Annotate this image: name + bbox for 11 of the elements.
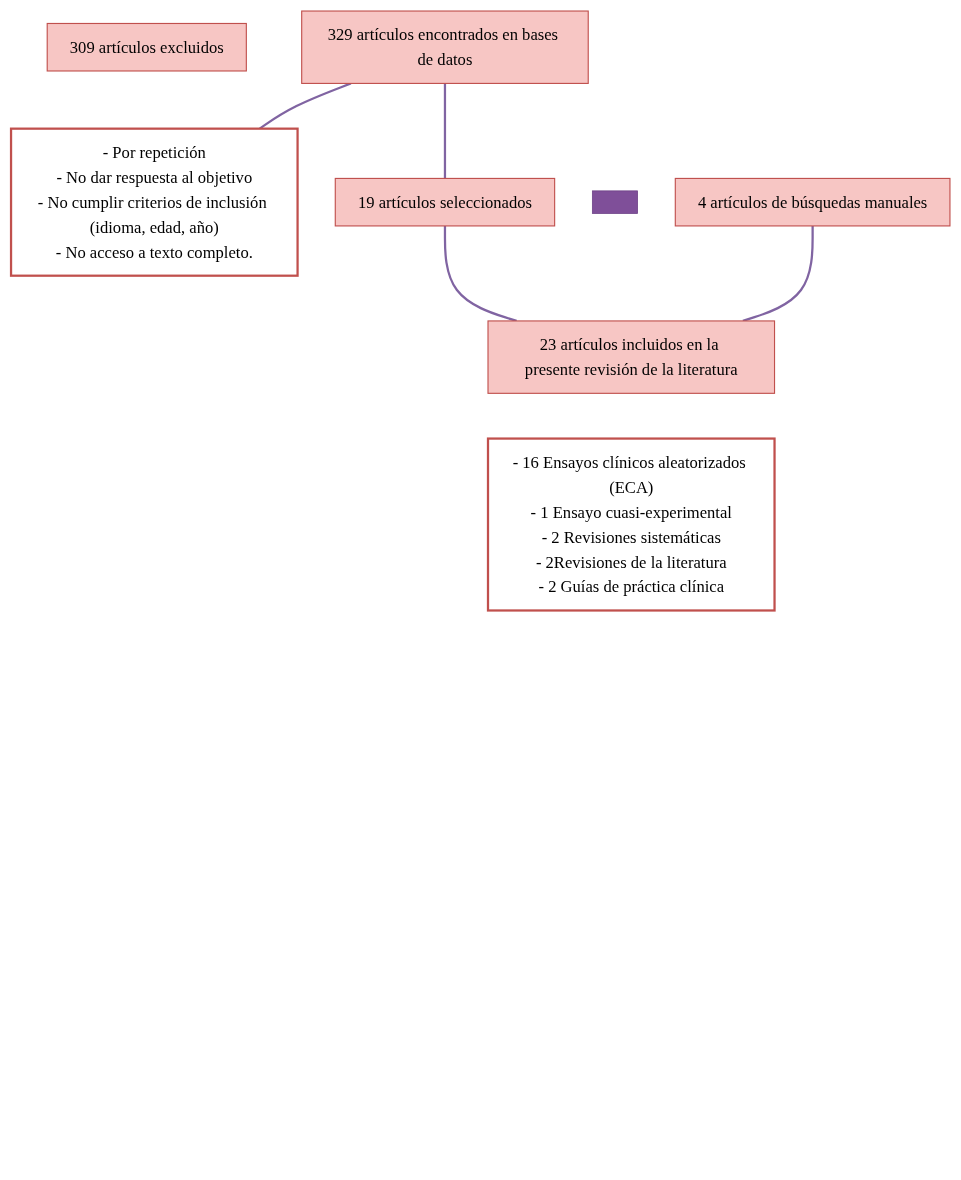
connector <box>443 83 447 179</box>
connector <box>443 225 517 322</box>
node-box: 329 artículos encontrados en bases de datos <box>301 10 589 84</box>
node-box: - 16 Ensayos clínicos aleatorizados (ECA) - 1 Ensayo cuasi-experimental - 2 Revisiones sistemáticas - 2Revisiones de la literatura - 2 Guías de práctica clínica <box>486 437 776 612</box>
node-box: 19 artículos seleccionados <box>334 177 556 227</box>
node-box: - Por repetición - No dar respuesta al objetivo - No cumplir criterios de inclusión (idioma, edad, año) - No acceso a texto completo. <box>9 127 299 277</box>
node-box: 23 artículos incluidos en la presente revisión de la literatura <box>487 320 776 394</box>
node-plus <box>591 190 638 214</box>
connector <box>742 225 814 322</box>
node-box: 309 artículos excluidos <box>46 22 247 72</box>
node-box: 4 artículos de búsquedas manuales <box>674 177 951 227</box>
